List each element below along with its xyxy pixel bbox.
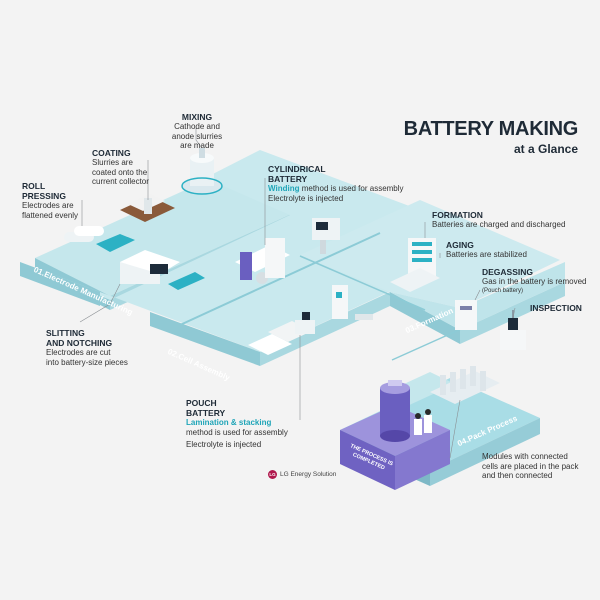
formation-text: Batteries are charged and discharged bbox=[432, 220, 566, 229]
roll-press-icon bbox=[64, 226, 135, 252]
cylindrical-text-1: method is used for assembly bbox=[299, 184, 404, 193]
formation-rack-icon bbox=[390, 238, 440, 292]
degassing-machine-icon bbox=[455, 300, 477, 330]
aging-callout: AGING Batteries are stabilized bbox=[446, 240, 576, 260]
aging-text: Batteries are stabilized bbox=[446, 250, 527, 259]
roll-title-2: PRESSING bbox=[22, 191, 66, 201]
completed-battery-icon bbox=[380, 380, 410, 442]
roll-title-1: ROLL bbox=[22, 181, 46, 191]
pouch-accent: Lamination & stacking bbox=[186, 418, 272, 427]
page-title: BATTERY MAKING bbox=[403, 118, 579, 140]
mixing-text-2: anode slurries bbox=[171, 131, 223, 141]
winding-machine-icon bbox=[235, 238, 290, 284]
battery-pack-cells-icon bbox=[430, 366, 500, 404]
coating-callout: COATING Slurries are coated onto the cur… bbox=[92, 148, 172, 187]
mixing-text-1: Cathode and bbox=[174, 122, 220, 131]
cylindrical-text-2: Electrolyte is injected bbox=[268, 193, 344, 203]
slitting-machine-icon bbox=[120, 250, 205, 290]
inspection-title: INSPECTION bbox=[530, 303, 582, 313]
mixing-text-3: are made bbox=[180, 141, 214, 150]
pack-text-1: Modules with connected bbox=[482, 452, 568, 461]
page-subtitle: at a Glance bbox=[513, 142, 578, 156]
cylindrical-callout: CYLINDRICAL BATTERY Winding method is us… bbox=[268, 164, 438, 203]
pack-callout: Modules with connected cells are placed … bbox=[482, 452, 592, 481]
coating-text-3: current collector bbox=[92, 177, 149, 186]
pouch-callout: POUCH BATTERY Lamination & stacking meth… bbox=[186, 398, 316, 450]
slitting-title-1: SLITTING bbox=[46, 328, 85, 338]
brand-logo: LG LG Energy Solution bbox=[268, 470, 336, 479]
slitting-text-1: Electrodes are cut bbox=[46, 348, 111, 357]
formation-title: FORMATION bbox=[432, 210, 483, 220]
mixing-callout: MIXING Cathode and anode slurries are ma… bbox=[152, 112, 242, 151]
roll-text-1: Electrodes are bbox=[22, 201, 74, 210]
slitting-title-2: AND NOTCHING bbox=[46, 338, 113, 348]
coating-text-1: Slurries are bbox=[92, 158, 133, 167]
pouch-text-1: method is used for assembly bbox=[186, 427, 288, 437]
inspection-callout: INSPECTION bbox=[530, 303, 594, 313]
aging-title: AGING bbox=[446, 240, 474, 250]
brand-name: LG Energy Solution bbox=[280, 471, 337, 478]
slitting-callout: SLITTING AND NOTCHING Electrodes are cut… bbox=[46, 328, 156, 367]
degassing-text-1: Gas in the battery is removed bbox=[482, 277, 587, 286]
pouch-text-2: Electrolyte is injected bbox=[186, 440, 262, 449]
coating-text-2: coated onto the bbox=[92, 167, 148, 177]
lg-logo-icon: LG bbox=[268, 470, 277, 479]
mixing-tank-icon bbox=[181, 148, 223, 195]
mixing-title: MIXING bbox=[181, 112, 213, 122]
coating-machine-icon bbox=[120, 194, 175, 222]
formation-callout: FORMATION Batteries are charged and disc… bbox=[432, 210, 582, 230]
degassing-title: DEGASSING bbox=[482, 267, 534, 277]
cylindrical-accent: Winding bbox=[268, 184, 300, 193]
pouch-title-2: BATTERY bbox=[186, 408, 226, 418]
degassing-callout: DEGASSING Gas in the battery is removed … bbox=[482, 267, 592, 296]
electrolyte-injector-cyl-icon bbox=[312, 218, 340, 254]
worker-figures-icon bbox=[414, 409, 432, 435]
pack-text-3: and then connected bbox=[482, 471, 553, 480]
pack-text-2: cells are placed in the pack bbox=[482, 461, 579, 471]
leader-lines bbox=[79, 128, 516, 459]
electrolyte-injector-pouch-icon bbox=[332, 285, 373, 320]
pouch-title-1: POUCH bbox=[186, 398, 217, 408]
stacking-machine-icon bbox=[248, 312, 315, 355]
cylindrical-title-1: CYLINDRICAL bbox=[268, 164, 326, 174]
slitting-text-2: into battery-size pieces bbox=[46, 357, 128, 367]
roll-pressing-callout: ROLL PRESSING Electrodes are flattened e… bbox=[22, 181, 102, 220]
coating-title: COATING bbox=[92, 148, 131, 158]
roll-text-2: flattened evenly bbox=[22, 210, 79, 220]
degassing-text-2: (Pouch battery) bbox=[482, 287, 524, 294]
cylindrical-title-2: BATTERY bbox=[268, 174, 308, 184]
